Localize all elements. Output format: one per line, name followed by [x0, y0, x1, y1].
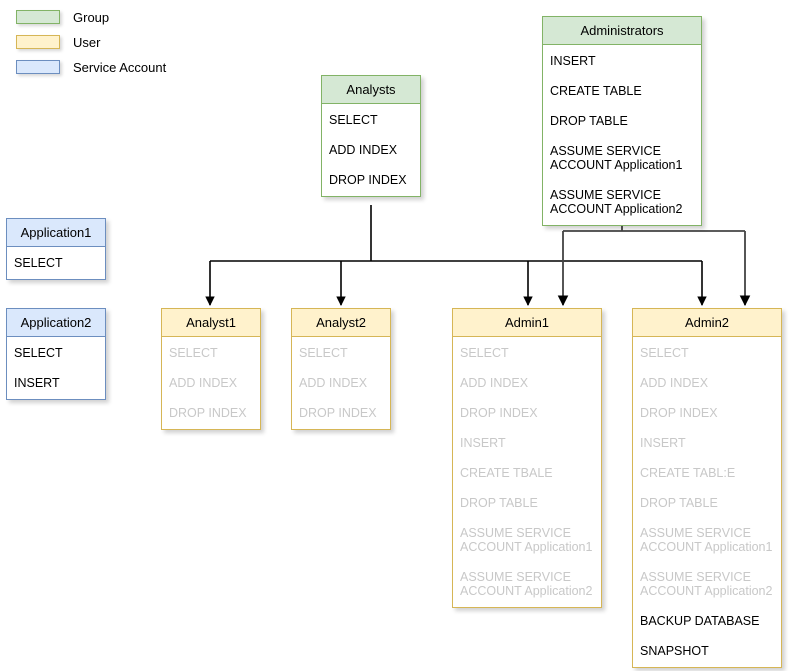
permission-direct: SNAPSHOT	[640, 644, 709, 658]
legend: Group User Service Account	[16, 6, 246, 81]
permission-direct: SELECT	[329, 113, 378, 127]
legend-swatch-service-account	[16, 60, 60, 74]
node-application1-permissions: SELECT	[6, 247, 106, 280]
permission-inherited: ADD INDEX	[169, 376, 238, 390]
permission-direct: ASSUME SERVICE ACCOUNT Application2	[550, 188, 683, 216]
permission-inherited: ASSUME SERVICE ACCOUNT Application2	[640, 570, 773, 598]
permission-direct: INSERT	[550, 54, 596, 68]
permission-direct: CREATE TABLE	[550, 84, 642, 98]
node-application2[interactable]: Application2 SELECT INSERT	[6, 308, 106, 400]
permission-inherited: INSERT	[640, 436, 686, 450]
permission-inherited: SELECT	[640, 346, 689, 360]
permission-inherited: ADD INDEX	[640, 376, 709, 390]
legend-item-user: User	[16, 31, 246, 53]
node-admin2[interactable]: Admin2 SELECT ADD INDEX DROP INDEX INSERT CR…	[632, 308, 782, 668]
node-admin1-permissions: SELECT ADD INDEX DROP INDEX INSERT CREATE TB…	[452, 337, 602, 608]
legend-label-service-account: Service Account	[73, 59, 167, 75]
node-analyst2-permissions: SELECT ADD INDEX DROP INDEX	[291, 337, 391, 430]
permission-inherited: SELECT	[169, 346, 218, 360]
permission-inherited: ADD INDEX	[460, 376, 529, 390]
node-application1-title: Application1	[6, 218, 106, 247]
permission-direct: ADD INDEX	[329, 143, 398, 157]
node-admin2-permissions: SELECT ADD INDEX DROP INDEX INSERT CREATE TA…	[632, 337, 782, 668]
permission-inherited: DROP INDEX	[460, 406, 538, 420]
permission-direct: DROP TABLE	[550, 114, 628, 128]
node-analyst2-title: Analyst2	[291, 308, 391, 337]
node-admin1[interactable]: Admin1 SELECT ADD INDEX DROP INDEX INSERT CR…	[452, 308, 602, 608]
node-analyst1-permissions: SELECT ADD INDEX DROP INDEX	[161, 337, 261, 430]
permission-inherited: DROP INDEX	[169, 406, 247, 420]
permission-inherited: ADD INDEX	[299, 376, 368, 390]
node-application1[interactable]: Application1 SELECT	[6, 218, 106, 280]
node-analysts[interactable]: Analysts SELECT ADD INDEX DROP INDEX	[321, 75, 421, 197]
legend-item-service-account: Service Account	[16, 56, 246, 78]
node-application2-title: Application2	[6, 308, 106, 337]
node-administrators-title: Administrators	[542, 16, 702, 45]
node-analyst1-title: Analyst1	[161, 308, 261, 337]
node-analysts-title: Analysts	[321, 75, 421, 104]
legend-label-group: Group	[73, 9, 110, 25]
node-admin2-title: Admin2	[632, 308, 782, 337]
legend-item-group: Group	[16, 6, 246, 28]
permission-inherited: DROP TABLE	[460, 496, 538, 510]
permission-inherited: CREATE TABL:E	[640, 466, 736, 480]
node-analysts-permissions: SELECT ADD INDEX DROP INDEX	[321, 104, 421, 197]
permission-inherited: CREATE TBALE	[460, 466, 553, 480]
node-admin1-title: Admin1	[452, 308, 602, 337]
legend-swatch-group	[16, 10, 60, 24]
permission-inherited: DROP INDEX	[299, 406, 377, 420]
permission-direct: SELECT	[14, 256, 63, 270]
permission-inherited: ASSUME SERVICE ACCOUNT Application1	[460, 526, 593, 554]
legend-swatch-user	[16, 35, 60, 49]
permission-direct: BACKUP DATABASE	[640, 614, 760, 628]
node-analyst1[interactable]: Analyst1 SELECT ADD INDEX DROP INDEX	[161, 308, 261, 430]
permission-direct: SELECT	[14, 346, 63, 360]
permission-direct: DROP INDEX	[329, 173, 407, 187]
permission-inherited: DROP INDEX	[640, 406, 718, 420]
permission-direct: ASSUME SERVICE ACCOUNT Application1	[550, 144, 683, 172]
legend-label-user: User	[73, 34, 101, 50]
node-administrators-permissions: INSERT CREATE TABLE DROP TABLE ASSUME SERVI…	[542, 45, 702, 226]
permission-inherited: DROP TABLE	[640, 496, 718, 510]
permission-direct: INSERT	[14, 376, 60, 390]
permission-inherited: INSERT	[460, 436, 506, 450]
permission-inherited: SELECT	[299, 346, 348, 360]
node-administrators[interactable]: Administrators INSERT CREATE TABLE DROP TA…	[542, 16, 702, 226]
node-analyst2[interactable]: Analyst2 SELECT ADD INDEX DROP INDEX	[291, 308, 391, 430]
edge-administrators-group	[557, 219, 751, 307]
node-application2-permissions: SELECT INSERT	[6, 337, 106, 400]
permission-inherited: ASSUME SERVICE ACCOUNT Application2	[460, 570, 593, 598]
permission-inherited: SELECT	[460, 346, 509, 360]
permission-inherited: ASSUME SERVICE ACCOUNT Application1	[640, 526, 773, 554]
